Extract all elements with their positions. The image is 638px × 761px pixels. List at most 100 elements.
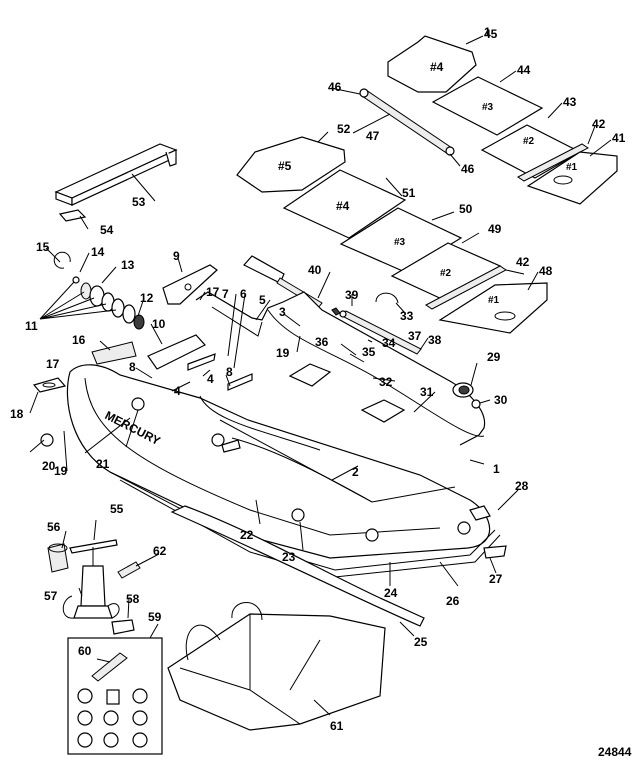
- callout-label: 59: [148, 610, 162, 624]
- callout-label: 20: [42, 459, 56, 473]
- hull-body: [66, 291, 507, 578]
- storage-bag-61: [167, 602, 386, 731]
- repair-kit-59: [67, 637, 163, 755]
- callout-label: 43: [563, 95, 577, 109]
- part-18-handle: [32, 377, 67, 393]
- callout-label: 51: [402, 186, 416, 200]
- callout-label: 25: [414, 635, 428, 649]
- floorboard-44: [431, 76, 544, 136]
- callout-label: 7: [222, 287, 229, 301]
- callout-label: 53: [132, 195, 146, 209]
- callout-label: 34: [382, 336, 396, 350]
- callout-label: 21: [96, 457, 110, 471]
- callout-label: 47: [366, 129, 380, 143]
- callout-label: 18: [10, 407, 24, 421]
- valve-parts-11-15: [39, 251, 145, 330]
- callout-label: 35: [362, 345, 376, 359]
- callout-label: 40: [308, 263, 322, 277]
- floorboard-mark: #4: [430, 60, 444, 74]
- keel-strip-25: [170, 505, 425, 627]
- callout-label: 19: [54, 464, 68, 478]
- valve-29: [452, 382, 481, 409]
- callout-label: 11: [25, 319, 38, 333]
- callout-label: 3: [279, 305, 286, 319]
- callout-label: 38: [428, 333, 442, 347]
- callout-label: 39: [345, 288, 359, 302]
- callout-label: 44: [517, 63, 531, 77]
- part-16-plate: [91, 341, 137, 365]
- callout-label: 42: [592, 117, 606, 131]
- callout-label: 29: [487, 350, 501, 364]
- callout-label: 49: [488, 222, 502, 236]
- floorboard-mark: #3: [394, 237, 406, 248]
- callout-label: 13: [121, 258, 135, 272]
- callout-label: 54: [100, 223, 114, 237]
- callout-label: 41: [612, 131, 626, 145]
- callout-label: 6: [240, 287, 247, 301]
- part-10-panel: [147, 334, 206, 370]
- callout-label: 2: [352, 465, 359, 479]
- floorboard-48: [438, 282, 548, 334]
- callout-label: 17: [206, 285, 220, 299]
- cable-33: [375, 292, 399, 304]
- adapter-56: [47, 543, 69, 573]
- callout-label: 23: [282, 550, 296, 564]
- floorboard-52: [236, 136, 346, 193]
- seat-bench-53: [54, 143, 178, 222]
- callout-label: 56: [47, 520, 61, 534]
- callout-label: 5: [259, 293, 266, 307]
- callout-label: 19: [276, 346, 290, 360]
- part-20-ring: [40, 433, 54, 447]
- callout-label: 1: [484, 25, 491, 39]
- callout-label: 12: [140, 291, 154, 305]
- callout-label: 30: [494, 393, 508, 407]
- floorboard-mark: #3: [482, 102, 494, 113]
- pump-55: [62, 539, 120, 619]
- callout-label: 52: [337, 122, 351, 136]
- callout-label: 32: [379, 375, 393, 389]
- callout-label: 62: [153, 544, 167, 558]
- floorboard-41: [526, 151, 618, 205]
- figure-number: 24844: [598, 745, 632, 759]
- lower-floorboard-set: #5 #4 #3 #2 #1: [236, 136, 548, 334]
- callout-label: 55: [110, 502, 124, 516]
- callout-label: 8: [129, 360, 136, 374]
- callout-label: 46: [461, 162, 475, 176]
- callout-label: 31: [420, 385, 434, 399]
- callout-label: 26: [446, 594, 460, 608]
- callout-label: 17: [46, 357, 60, 371]
- callout-label: 60: [78, 644, 92, 658]
- callout-label: 58: [126, 592, 140, 606]
- callout-label: 57: [44, 589, 58, 603]
- callout-label: 33: [400, 309, 414, 323]
- fitting-39: [331, 307, 341, 316]
- callout-label: 27: [489, 572, 503, 586]
- floorboard-mark: #4: [336, 199, 350, 213]
- callout-label: 36: [315, 335, 329, 349]
- leader-lines: [29, 35, 612, 716]
- floorboard-51: [282, 169, 407, 239]
- floorboard-strip-42: [517, 143, 589, 182]
- nozzle-62: [117, 561, 141, 579]
- floorboard-mark: #5: [278, 159, 292, 173]
- callout-label: 15: [36, 240, 50, 254]
- floorboard-mark: #2: [523, 136, 535, 147]
- upper-floorboard-set: #4 #3 #2 #1: [359, 35, 618, 205]
- floorboard-mark: #1: [488, 295, 500, 306]
- callout-label: 4: [207, 372, 214, 386]
- callout-label: 1: [493, 462, 500, 476]
- floorboard-mark: #2: [440, 268, 452, 279]
- callout-label: 14: [91, 245, 105, 259]
- callout-label: 45: [484, 27, 498, 41]
- callout-label: 46: [328, 80, 342, 94]
- callout-label: 28: [515, 479, 529, 493]
- callout-label: 50: [459, 202, 473, 216]
- callout-label: 16: [72, 333, 86, 347]
- callout-label: 42: [516, 255, 530, 269]
- callout-label: 8: [226, 365, 233, 379]
- floorboard-mark: #1: [566, 162, 578, 173]
- callout-labels: 1 1 2 3 4 4 5 6 7 8 8 9 10 11 12 13 14 1…: [10, 25, 626, 733]
- callout-label: 37: [408, 329, 422, 343]
- callout-label: 4: [174, 384, 181, 398]
